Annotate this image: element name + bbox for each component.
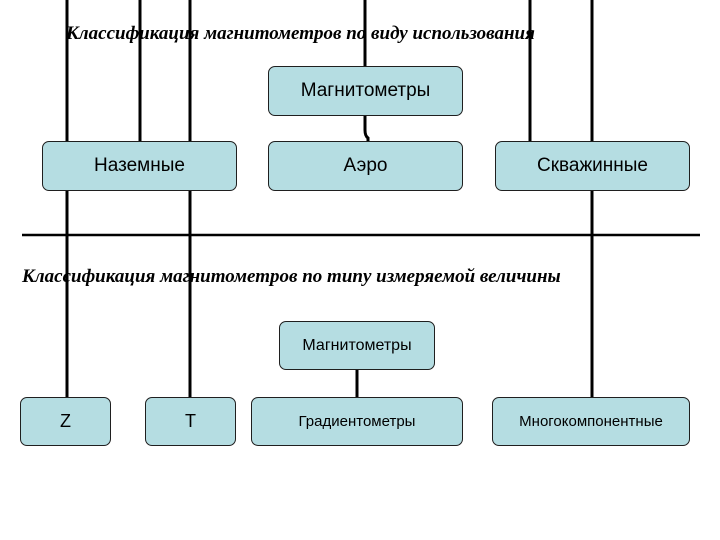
usage-aero-box: Аэро — [268, 141, 463, 191]
measured-classification-title: Классификация магнитометров по типу изме… — [22, 266, 561, 287]
measured-t-box: T — [145, 397, 236, 446]
usage-classification-title: Классификация магнитометров по виду испо… — [66, 23, 535, 44]
usage-root-box: Магнитометры — [268, 66, 463, 116]
measured-gradiometers-box: Градиентометры — [251, 397, 463, 446]
usage-borehole-box: Скважинные — [495, 141, 690, 191]
measured-z-box: Z — [20, 397, 111, 446]
measured-multicomponent-box: Многокомпонентные — [492, 397, 690, 446]
usage-ground-box: Наземные — [42, 141, 237, 191]
measured-root-box: Магнитометры — [279, 321, 435, 370]
connector-line — [363, 116, 370, 142]
